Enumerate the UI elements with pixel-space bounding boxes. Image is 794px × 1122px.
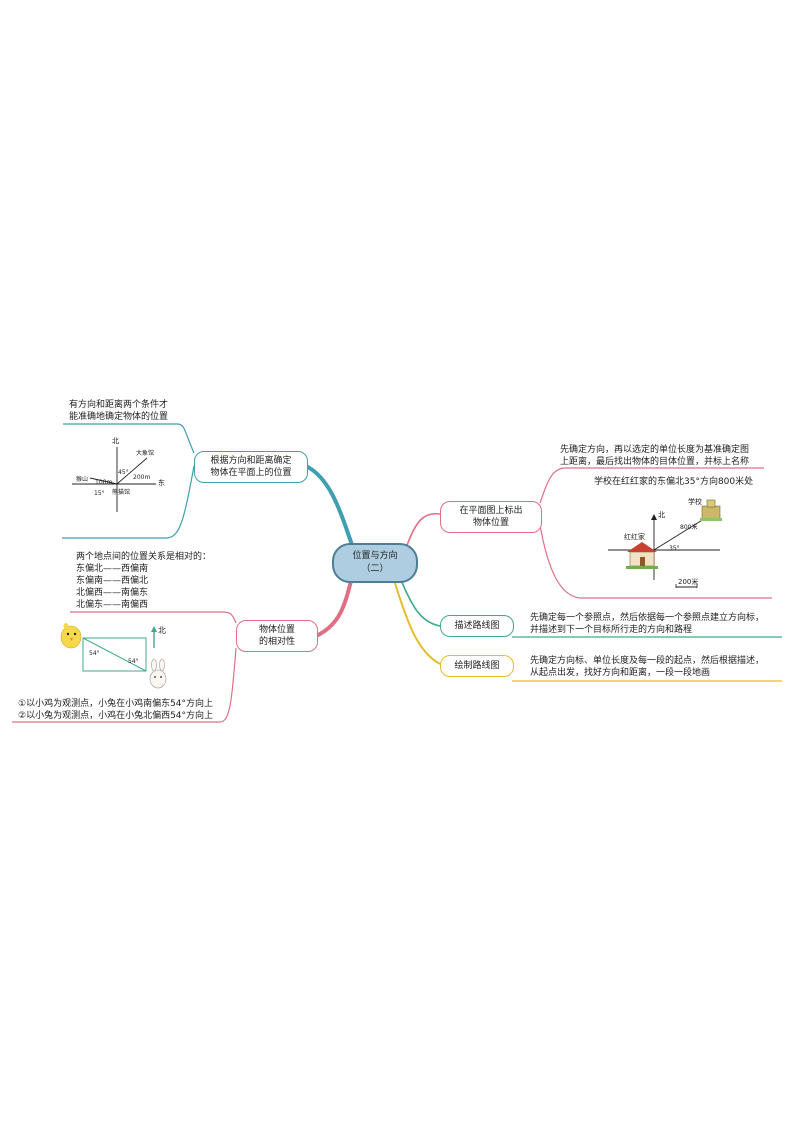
rabbit-observation-statement: ②以小兔为观测点，小鸡在小兔北偏西54°方向上 — [18, 711, 214, 721]
home-label: 红红家 — [624, 533, 645, 541]
draw-note-line2: 从起点出发，找好方向和距离，一段一段地画 — [530, 668, 711, 678]
draw-note-line1: 先确定方向标、单位长度及每一段的起点，然后根据描述， — [530, 656, 765, 666]
describe-node-label: 描述路线图 — [454, 621, 500, 631]
chick-observation-statement: ①以小鸡为观测点，小兔在小鸡南偏东54°方向上 — [18, 699, 214, 709]
elephant-ray — [116, 457, 148, 485]
draw-route-node[interactable]: 绘制路线图 — [440, 655, 514, 677]
connector-position-node-to-note — [63, 423, 195, 454]
mark-note-line1: 先确定方向，再以选定的单位长度为基准确定图 — [560, 445, 750, 455]
relative-note-line5: 北偏东——南偏西 — [76, 600, 149, 610]
angle-15-label: 15° — [94, 490, 105, 497]
mark-node-line2: 物体位置 — [472, 518, 509, 528]
connector-position-node-to-figure — [62, 465, 195, 539]
angle-45-label: 45° — [118, 469, 129, 476]
describe-route-node[interactable]: 描述路线图 — [440, 615, 514, 637]
zoo-east-label: 东 — [158, 479, 165, 487]
relative-north-label: 北 — [158, 626, 166, 635]
hill-ray — [89, 477, 118, 485]
connector-center-to-draw-node — [393, 579, 441, 665]
angle-54-left-label: 54° — [89, 650, 100, 657]
connector-mark-node-to-figure — [539, 524, 772, 599]
rabbit-icon — [149, 658, 167, 689]
describe-note-line1: 先确定每一个参照点，然后依据每一个参照点建立方向标， — [530, 613, 765, 623]
two-conditions-note-line1: 有方向和距离两个条件才 — [69, 400, 169, 410]
connector-center-to-describe-node — [399, 577, 441, 627]
house-icon — [626, 542, 658, 569]
angle-35-label: 35° — [669, 545, 680, 552]
relative-note-line2: 东偏北——西偏南 — [76, 564, 149, 574]
relative-note-line3: 东偏南——西偏北 — [76, 576, 149, 586]
chick-rabbit-figure — [60, 623, 167, 689]
connector-center-to-relative-node — [315, 576, 354, 638]
distance-100m-label: 100m — [95, 479, 113, 486]
relative-note-line4: 北偏西——南偏东 — [76, 588, 149, 598]
connector-mark-node-to-note — [539, 467, 764, 504]
chick-to-rabbit-line — [82, 637, 147, 672]
distance-200m-label: 200m — [133, 474, 151, 481]
distance-800-label: 800米 — [680, 524, 698, 531]
position-node-line1: 根据方向和距离确定 — [210, 456, 292, 466]
position-by-direction-distance-node[interactable]: 根据方向和距离确定 物体在平面上的位置 — [194, 451, 308, 483]
draw-node-label: 绘制路线图 — [454, 661, 500, 671]
connector-center-to-mark-node — [405, 512, 441, 549]
angle-54-right-label: 54° — [128, 658, 139, 665]
north-arrow-head — [151, 626, 157, 632]
monkey-hill-label: 猴山 — [76, 476, 89, 483]
connector-relative-node-to-statements — [12, 647, 237, 723]
relative-position-node[interactable]: 物体位置 的相对性 — [236, 620, 318, 652]
panda-house-label: 熊猫馆 — [112, 489, 131, 496]
elephant-house-label: 大象馆 — [136, 450, 155, 457]
map-north-label: 北 — [658, 511, 665, 519]
scale-label: 200米 — [678, 578, 699, 586]
school-label: 学校 — [688, 498, 702, 506]
school-map-title: 学校在红红家的东偏北35°方向800米处 — [594, 477, 754, 487]
center-topic-title: 位置与方向 — [352, 551, 398, 561]
center-topic-subtitle: （二） — [361, 564, 389, 574]
zoo-north-label: 北 — [112, 437, 119, 445]
connector-relative-node-to-note — [70, 611, 237, 624]
zoo-compass-figure — [72, 447, 156, 512]
relative-note-line1: 两个地点间的位置关系是相对的： — [76, 552, 212, 562]
describe-note-line2: 并描述到下一个目标所行走的方向和路程 — [530, 625, 693, 635]
connector-center-to-position-node — [305, 464, 354, 546]
school-icon — [700, 499, 722, 521]
school-map-figure — [608, 499, 722, 588]
two-conditions-note-line2: 能准确地确定物体的位置 — [69, 412, 169, 422]
relative-node-line1: 物体位置 — [258, 625, 295, 635]
angle-rectangle — [82, 637, 147, 672]
mark-on-plan-node[interactable]: 在平面图上标出 物体位置 — [440, 501, 542, 533]
chick-icon — [60, 623, 82, 649]
mark-node-line1: 在平面图上标出 — [459, 506, 523, 516]
position-node-line2: 物体在平面上的位置 — [210, 468, 292, 478]
relative-node-line2: 的相对性 — [258, 637, 295, 647]
mark-note-line2: 上距离，最后找出物体的目体位置，并标上名称 — [560, 457, 750, 467]
map-north-arrowhead — [651, 514, 657, 520]
center-topic-node[interactable]: 位置与方向 （二） — [332, 543, 418, 583]
